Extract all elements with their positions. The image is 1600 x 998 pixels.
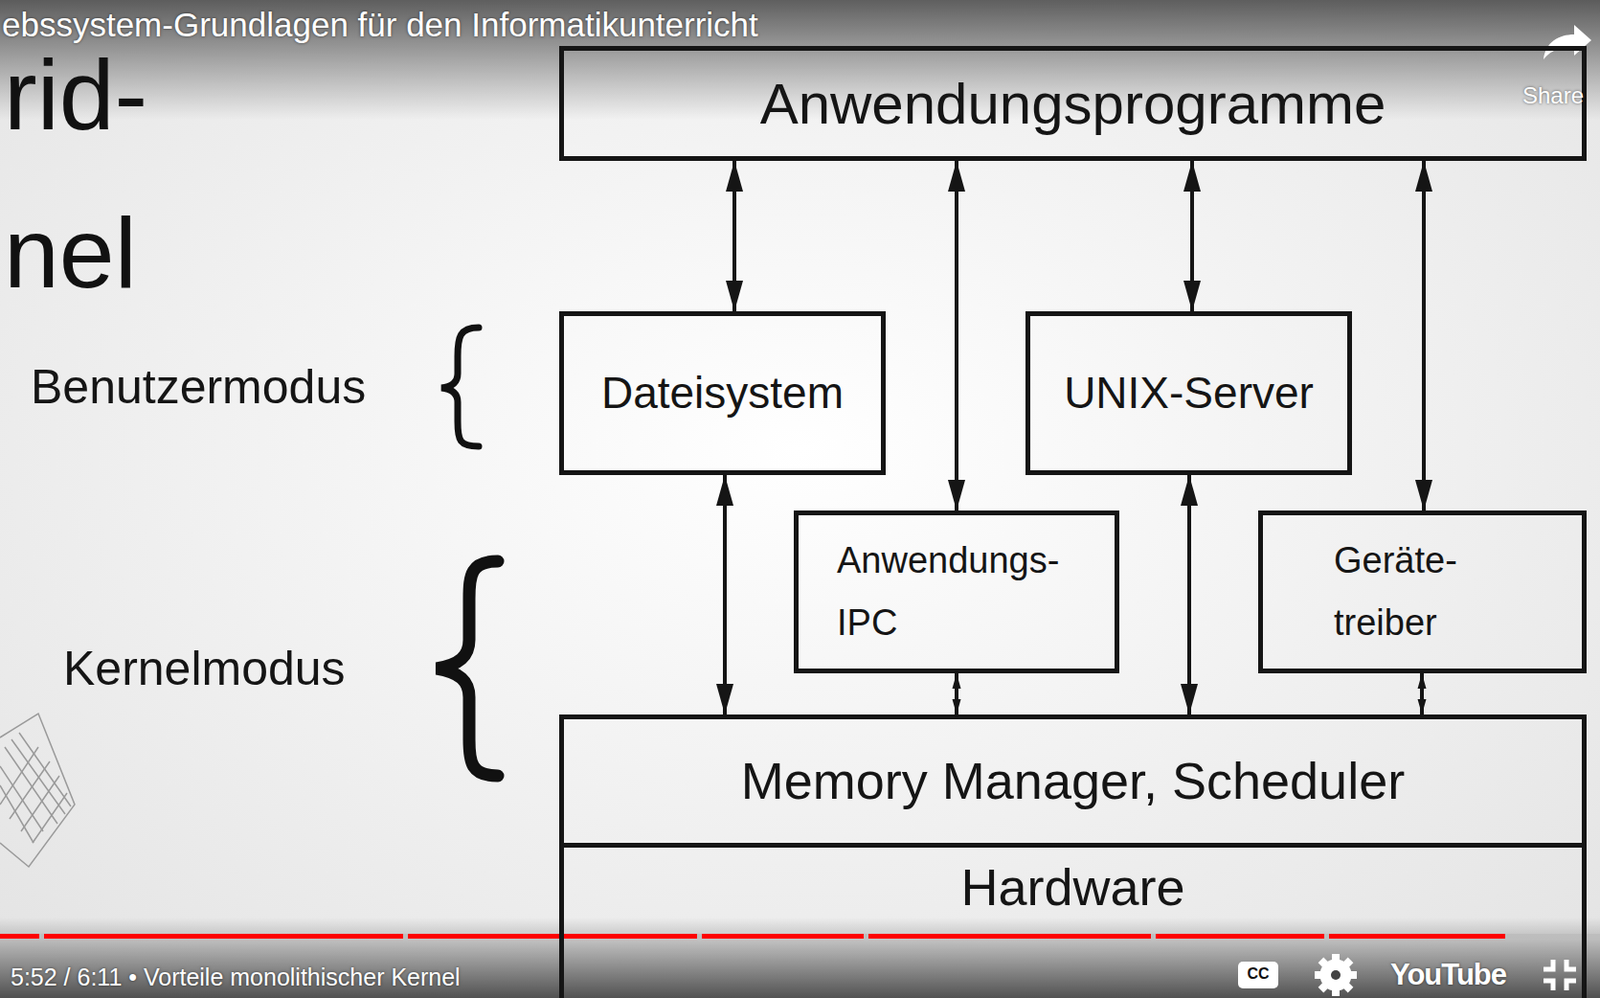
label-holder: Kernelmodus xyxy=(63,641,346,698)
double-arrow xyxy=(954,160,959,511)
box-label: Memory Manager, Scheduler xyxy=(741,750,1405,811)
component-box: UNIX-Server xyxy=(1025,311,1353,475)
slide-title: rid- xyxy=(3,38,148,154)
cc-icon xyxy=(1238,961,1279,989)
box-label: Anwendungsprogramme xyxy=(760,70,1387,137)
double-arrow xyxy=(1419,673,1424,715)
youtube-logo: YouTube xyxy=(1390,957,1507,992)
exit-fullscreen-icon xyxy=(1543,959,1577,991)
mode-label: Kernelmodus xyxy=(63,641,346,698)
mode-label: Benutzermodus xyxy=(30,360,366,416)
video-title: ebssystem-Grundlagen für den Informatiku… xyxy=(1,5,759,45)
progress-bar xyxy=(0,933,1600,939)
label-holder: YouTube xyxy=(1390,957,1507,992)
bottom-shade xyxy=(0,917,1600,998)
kernel-component-box: Geräte- treiber xyxy=(1258,510,1587,674)
kernel-component-box: Anwendungs- IPC xyxy=(793,510,1120,674)
double-arrow xyxy=(722,474,727,715)
share-label: Share xyxy=(1522,82,1584,110)
cc-label: CC xyxy=(1238,965,1279,983)
user-mode-brace xyxy=(441,327,479,447)
double-arrow xyxy=(954,673,959,715)
label-holder: CC xyxy=(1238,965,1279,983)
mode-braces xyxy=(436,327,498,776)
chip-illustration xyxy=(0,713,75,867)
settings-gear-icon xyxy=(1314,953,1357,996)
component-box: Dateisystem xyxy=(559,311,886,475)
box-label: Geräte- treiber xyxy=(1333,529,1511,654)
double-arrow xyxy=(1421,160,1426,511)
kernel-core-box: Memory Manager, Scheduler xyxy=(559,714,1587,848)
label-holder: Benutzermodus xyxy=(30,360,366,416)
label-holder: 5:52 / 6:11 • Vorteile monolithischer Ke… xyxy=(10,963,461,992)
double-arrow xyxy=(1190,160,1195,312)
double-arrow xyxy=(1187,474,1192,715)
application-box: Anwendungsprogramme xyxy=(559,45,1587,161)
box-label: Anwendungs- IPC xyxy=(836,529,1077,654)
slide-title: nel xyxy=(3,196,137,312)
video-time-chapter: 5:52 / 6:11 • Vorteile monolithischer Ke… xyxy=(10,963,461,992)
box-label: Hardware xyxy=(960,856,1185,917)
kernel-mode-brace xyxy=(436,561,498,776)
box-label: Dateisystem xyxy=(601,367,844,419)
box-label: UNIX-Server xyxy=(1063,367,1314,419)
label-holder: rid- xyxy=(3,38,148,154)
double-arrow xyxy=(732,160,737,312)
label-holder: nel xyxy=(3,196,137,312)
label-holder: Share xyxy=(1522,82,1584,110)
label-holder: ebssystem-Grundlagen für den Informatiku… xyxy=(1,5,759,45)
